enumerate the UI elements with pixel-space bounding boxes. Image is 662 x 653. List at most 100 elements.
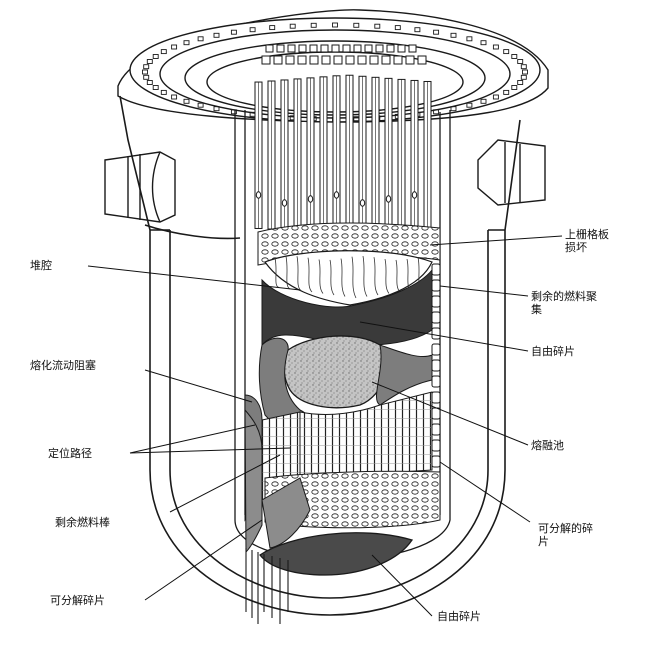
flange-bolt [310, 22, 317, 28]
vessel-top-flange [117, 9, 549, 123]
baffle-slot [431, 391, 441, 404]
guide-tube-port [307, 195, 314, 203]
leader-locating-path-b [129, 447, 291, 454]
guide-tube-port [333, 191, 340, 199]
flange-bolt [160, 89, 167, 95]
label-core-cavity: 堆腔 [30, 259, 52, 272]
flange-bolt [522, 69, 528, 75]
guide-tube-port [281, 199, 288, 207]
head-grid-cell [393, 55, 403, 65]
flange-bolt [394, 25, 401, 31]
head-grid-cell [417, 55, 427, 65]
leader-lines [87, 235, 563, 617]
head-grid-cell [333, 55, 343, 65]
flange-bolt [480, 98, 487, 104]
head-grid-cell [297, 55, 307, 65]
flange-bolt [433, 109, 440, 115]
flange-bolt [230, 29, 237, 35]
flange-bolt [520, 64, 527, 70]
leader-loose-debris-bottom [371, 554, 433, 617]
leader-melt-blockage [144, 369, 253, 403]
guide-tube-port [359, 199, 366, 207]
baffle-slot [431, 423, 441, 436]
flange-bolt [511, 54, 518, 59]
label-loose-debris-top: 自由碎片 [531, 345, 575, 358]
flange-bolt [183, 40, 190, 46]
head-grid-cell [357, 55, 367, 65]
head-grid-cell [276, 44, 285, 53]
head-grid-cell [408, 44, 417, 53]
flange-bolt [197, 36, 204, 42]
label-loose-debris-bottom: 自由碎片 [437, 610, 481, 623]
flange-bolt [353, 22, 360, 28]
leader-fragmentable-left [144, 519, 263, 601]
baffle-slot [431, 407, 441, 420]
guide-tube-port [385, 195, 392, 203]
flange-bolt [269, 25, 276, 31]
core-baffle-slots [431, 247, 441, 468]
head-grid-cell [309, 55, 319, 65]
head-grid-cell [261, 55, 271, 65]
baffle-slot [431, 295, 441, 308]
flange-bolt [503, 89, 510, 95]
label-upper-grid-damage: 上栅格板损坏 [565, 228, 609, 254]
flange-bolt [520, 74, 527, 80]
flange-bolt [466, 36, 473, 42]
leader-fragmentable-right [439, 461, 531, 523]
head-grid-cell [298, 44, 307, 53]
flange-bolt [230, 109, 237, 115]
head-grid-cell [345, 55, 355, 65]
baffle-slot [431, 439, 441, 452]
flange-bolt [213, 32, 220, 38]
flange-bolt [197, 102, 204, 108]
label-fragmentable-debris-right: 可分解的碎片 [538, 522, 593, 548]
flange-bolt [183, 98, 190, 104]
flange-bolt [492, 94, 499, 100]
baffle-slot [431, 311, 441, 324]
flange-bolt [450, 32, 457, 38]
flange-bolt [332, 22, 338, 28]
leader-locating-path-a [129, 424, 256, 454]
head-grid-cell [369, 55, 379, 65]
molten-pool [283, 335, 388, 409]
lower-core-plate [264, 470, 441, 529]
label-remaining-fuel-assemblies: 剩余的燃料聚集 [531, 290, 597, 316]
vessel-shell [119, 95, 521, 616]
head-grid-cell [353, 44, 362, 53]
flange-bolt [152, 85, 159, 90]
upper-guide-tubes [254, 44, 432, 233]
leader-remaining-rods [169, 454, 281, 513]
leader-loose-debris-top [359, 321, 529, 352]
flange-bolt-ring [142, 22, 528, 122]
leader-core-cavity [87, 265, 301, 291]
outlet-nozzle-right [477, 139, 546, 206]
baffle-slot [431, 279, 441, 292]
flange-bolt [142, 69, 148, 75]
flange-bolt [466, 102, 473, 108]
leader-remaining-assemblies [439, 285, 529, 297]
label-melt-flow-blockage: 熔化流动阻塞 [30, 359, 96, 372]
flange-bolt [143, 74, 150, 80]
flange-bolt [517, 59, 524, 64]
guide-tube-port [411, 191, 418, 199]
head-grid-cell [265, 44, 274, 53]
flange-bolt [503, 49, 510, 55]
head-grid-cell [342, 44, 351, 53]
flange-bolt [289, 23, 296, 29]
instrument-penetration-tubes [245, 548, 289, 624]
baffle-slot [431, 375, 441, 388]
baffle-slot [431, 327, 441, 340]
flange-bolt [433, 29, 440, 35]
head-grid-cell [381, 55, 391, 65]
head-grid-cell [397, 44, 406, 53]
leader-upper-grid [429, 235, 563, 246]
head-grid-cell [405, 55, 415, 65]
head-grid-cell [287, 44, 296, 53]
guide-tube-port [255, 191, 262, 199]
head-grid-cell [309, 44, 318, 53]
head-grid-cell [321, 55, 331, 65]
flange-bolt [492, 44, 499, 50]
flange-bolt [146, 80, 153, 85]
